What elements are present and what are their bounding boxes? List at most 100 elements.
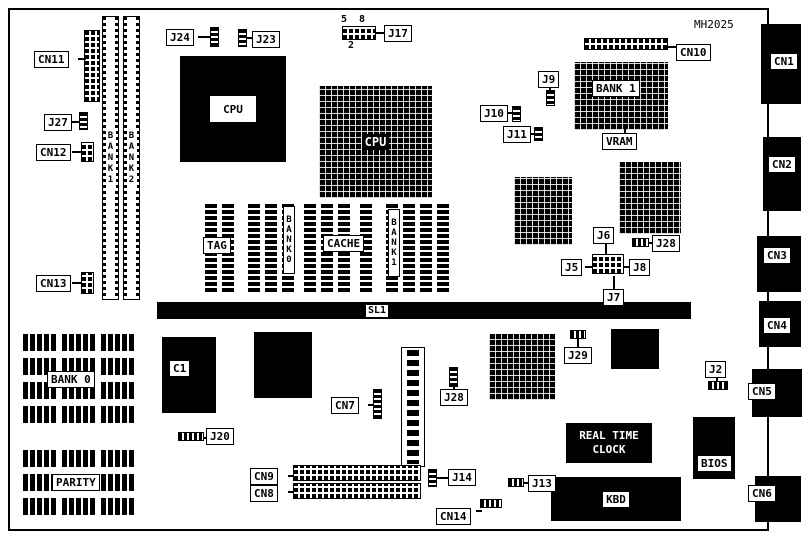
bank0-chip [62,334,96,351]
leader-line [624,128,626,134]
label-j6: J6 [593,227,615,244]
cache-chip [248,202,260,292]
vertical-socket [401,347,425,467]
leader-line [376,32,385,34]
parity-chip [23,474,57,491]
parity-chip [23,450,57,467]
j13-pins [508,478,524,487]
leader-line [605,243,607,254]
cn3-connector [757,236,801,292]
label-cn6: CN6 [748,485,776,502]
logic-chip [254,332,312,398]
j17-pin5-number: 5 [341,14,348,25]
slot-bank2-label: BANK2 [126,127,137,189]
logic-chip [611,329,659,369]
memory-slot-bank2: BANK2 [123,16,140,300]
leader-line [72,282,81,284]
label-cn4: CN4 [763,317,791,334]
leader-line [666,46,678,48]
cn10-header [584,38,668,50]
label-j13: J13 [528,475,556,492]
cache-chip [403,202,415,292]
leader-line [247,37,253,39]
label-bank0: BANK 0 [47,371,95,388]
j14-pins [428,469,437,487]
cn9-header [293,465,421,481]
logic-chip [619,162,681,234]
label-j8: J8 [629,259,651,276]
label-j10: J10 [480,105,508,122]
leader-line [549,86,551,91]
parity-chip [101,450,135,467]
leader-line [624,266,630,268]
leader-line [506,112,513,114]
bank0-chip [23,406,57,423]
j28-top-pins [632,238,649,247]
label-vram: VRAM [602,133,637,150]
bank0-chip [23,358,57,375]
leader-line [72,151,81,153]
cn13-pins [81,272,94,294]
j28-mid-pins [449,367,458,387]
label-parity: PARITY [52,474,100,491]
bank0-chip [23,334,57,351]
board-model-text: MH2025 [694,18,734,31]
cn8-header [293,483,421,499]
leader-line [70,121,79,123]
leader-line [585,266,592,268]
bank0-chip [101,382,135,399]
j9-pins [546,90,555,106]
label-sl1: SL1 [365,304,390,318]
cache-chip [420,202,432,292]
kbd-label: KBD [602,490,630,508]
label-j17: J17 [384,25,412,42]
cn14-pins [480,499,502,508]
leader-line [198,36,210,38]
kbd-controller: KBD [551,477,681,521]
vram-bank-label: BANK 1 [592,80,640,97]
label-cn14: CN14 [436,508,471,525]
label-j9: J9 [538,71,560,88]
bank0-chip [101,334,135,351]
label-j24: J24 [166,29,194,46]
parity-chip [101,474,135,491]
parity-chip [101,498,135,515]
label-tag: TAG [203,237,231,254]
rtc-label-line1: REAL TIME [579,429,639,443]
j29-pins [570,330,586,339]
j20-pins [178,432,204,441]
label-cn9: CN9 [250,468,278,485]
cn7-pins [373,389,382,419]
logic-chip [489,334,555,400]
label-j14: J14 [448,469,476,486]
slot-bank1-label: BANK1 [105,127,116,189]
parity-chip [62,450,96,467]
memory-slot-bank1: BANK1 [102,16,119,300]
j27-pins [79,112,88,130]
label-cn2: CN2 [768,156,796,173]
label-cache: CACHE [323,235,365,252]
label-j27: J27 [44,114,72,131]
leader-line [78,58,86,60]
label-cn8: CN8 [250,485,278,502]
parity-chip [62,498,96,515]
leader-line [528,133,535,135]
label-cn12: CN12 [36,144,71,161]
bank0-chip [62,358,96,375]
j2-pins [708,381,728,390]
j23-pins [238,29,247,47]
leader-line [649,242,654,244]
leader-line [203,437,208,439]
leader-line [716,377,718,382]
cache-chip [437,202,449,292]
j24-pins [210,27,219,47]
logic-chip [514,177,572,245]
label-cn11: CN11 [34,51,69,68]
label-cn10: CN10 [676,44,711,61]
cpu1-label: CPU [209,95,257,123]
j17-pins [342,26,376,40]
j17-pin8-number: 8 [359,14,366,25]
leader-line [523,482,529,484]
leader-line [613,276,615,290]
label-c1: C1 [169,360,191,377]
